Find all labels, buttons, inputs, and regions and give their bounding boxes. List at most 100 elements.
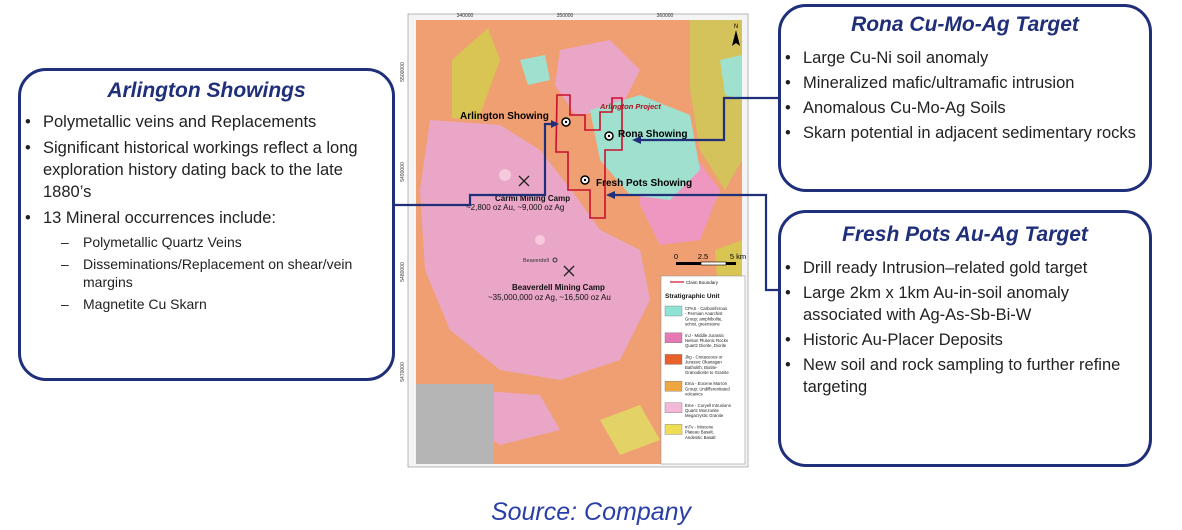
legend-label: Quartz Diorite, Diorite [685,343,727,348]
arlington-pointer-head [551,120,559,128]
legend-title: Stratigraphic Unit [665,293,720,300]
rona-pointer-head [632,136,641,144]
unit-yellow-patch [452,28,500,120]
bullet: New soil and rock sampling to further re… [781,354,1149,398]
arlington-showings-callout: Arlington Showings Polymetallic veins an… [18,68,395,381]
claim-boundary [555,94,623,219]
bullet: Skarn potential in adjacent sedimentary … [781,122,1149,144]
grid-x-label: 360000 [657,13,674,19]
bullet: Large 2km x 1km Au-in-soil anomaly assoc… [781,282,1149,326]
north-arrow-icon [732,30,740,46]
legend-items: CPAS - Carboniferous- Permian AnarchistG… [664,305,731,440]
legend-swatch [664,332,683,343]
unit-pink-intrusion [420,120,650,380]
grid-y-label: 5490000 [400,162,406,182]
legend-label: Ema - Eocene Marron [685,381,728,386]
town-label: Beaverdell [523,258,549,264]
unit-yellow-patch [600,405,660,455]
legend-label: Granodiorite to Granite [685,370,729,375]
marker-dot [564,120,568,124]
unmapped-area [416,384,494,464]
legend-swatch [664,354,683,365]
project-label: Arlington Project [599,102,661,111]
legend-label: Megacrystic Granite [685,413,724,418]
legend-label: Quartz Monzonite [685,408,720,413]
beaverdell-camp-name: Beaverdell Mining Camp [512,283,605,292]
legend-label: Plateau Basalt, [685,430,714,435]
scale-label: 2.5 [698,252,708,261]
legend-label: Batholith; Biotite- [685,365,718,370]
sub-bullet: Magnetite Cu Skarn [43,295,392,313]
fresh-pots-bullets: Drill ready Intrusion–related gold targe… [781,257,1149,398]
rona-pointer [640,96,778,142]
beaverdell-mine-icon [563,265,575,277]
bullet-text: 13 Mineral occurrences include: [43,209,276,227]
map-legend: Claim Boundary Stratigraphic Unit CPAS -… [660,275,746,465]
bullet: 13 Mineral occurrences include: Polymeta… [21,207,392,313]
rona-showing-label: Rona Showing [618,129,687,140]
bullet: Drill ready Intrusion–related gold targe… [781,257,1149,279]
fresh-pots-showing-label: Fresh Pots Showing [596,178,692,189]
bullet: Mineralized mafic/ultramafic intrusion [781,72,1149,94]
legend-boundary-label: Claim Boundary [686,280,719,285]
unit-blob [499,169,511,181]
bullet: Polymetallic veins and Replacements [21,111,392,133]
legend-label: Jurassic Okanagan [685,360,722,365]
scale-label: 0 [674,252,678,261]
sub-bullet: Polymetallic Quartz Veins [43,233,392,251]
north-label: N [734,24,738,30]
fresh-pots-pointer [614,193,778,292]
carmi-mine-icon [518,175,530,187]
scale-bar-segment [676,262,701,265]
arlington-sub-bullets: Polymetallic Quartz Veins Disseminations… [43,233,392,313]
beaverdell-camp-production: ~35,000,000 oz Ag, ~16,500 oz Au [488,293,611,302]
legend-label: - Permian Anarchist [685,311,723,316]
legend-label: volcanics [685,392,703,397]
unit-blob [535,235,545,245]
rona-target-callout: Rona Cu-Mo-Ag Target Large Cu-Ni soil an… [778,4,1152,192]
arlington-pointer [395,122,557,207]
legend-label: schist, greenstone [685,322,720,327]
legend-swatch [664,424,683,435]
bullet: Anomalous Cu-Mo-Ag Soils [781,97,1149,119]
legend-label: Group; amphibolite, [685,316,723,321]
arlington-title: Arlington Showings [107,79,306,102]
unit-teal-amphibolite [590,95,700,200]
grid-y-label: 5480000 [400,262,406,282]
bullet: Significant historical workings reflect … [21,137,392,203]
unit-teal-amphibolite [520,55,550,85]
legend-label: Nelson Plutonic Rocks [685,338,728,343]
fresh-pots-pointer-head [606,191,615,199]
town-icon [552,257,558,263]
geology-map: 340000 350000 360000 5500000 5490000 548… [400,13,749,468]
grid-x-label: 350000 [557,13,574,19]
legend-swatch [664,305,683,317]
grid-y-label: 5500000 [400,62,406,82]
source-caption: Source: Company [490,498,692,526]
sub-bullet: Disseminations/Replacement on shear/vein… [43,255,392,291]
scale-label: 5 km [730,252,746,261]
arlington-bullets: Polymetallic veins and Replacements Sign… [21,111,392,313]
legend-swatch [664,402,683,413]
carmi-camp-production: ~2,800 oz Au, ~9,000 oz Ag [466,203,564,212]
rona-bullets: Large Cu-Ni soil anomaly Mineralized maf… [781,47,1149,144]
legend-label: Group; Undifferentiated [685,386,730,391]
carmi-camp-name: Carmi Mining Camp [495,194,570,203]
fresh-pots-title: Fresh Pots Au-Ag Target [842,223,1088,246]
fresh-pots-target-callout: Fresh Pots Au-Ag Target Drill ready Intr… [778,210,1152,467]
unit-pink-intrusion [555,40,640,115]
grid-x-label: 340000 [457,13,474,19]
marker-dot [607,134,611,138]
legend-label: Andesitic Basalt [685,435,716,440]
legend-label: Jkg - Cretaceous or [685,354,723,359]
legend-label: CPAS - Carboniferous [685,306,727,311]
legend-label: mTv - Miocene [685,424,714,429]
unit-teal-amphibolite [720,55,742,100]
legend-label: mJ - Middle Jurassic [685,333,725,338]
legend-swatch [664,381,683,392]
scale-bar-segment [726,262,736,265]
arlington-showing-label: Arlington Showing [460,111,549,122]
legend-label: Eme - Coryell Intrusions [685,403,731,408]
bullet: Historic Au-Placer Deposits [781,329,1149,351]
